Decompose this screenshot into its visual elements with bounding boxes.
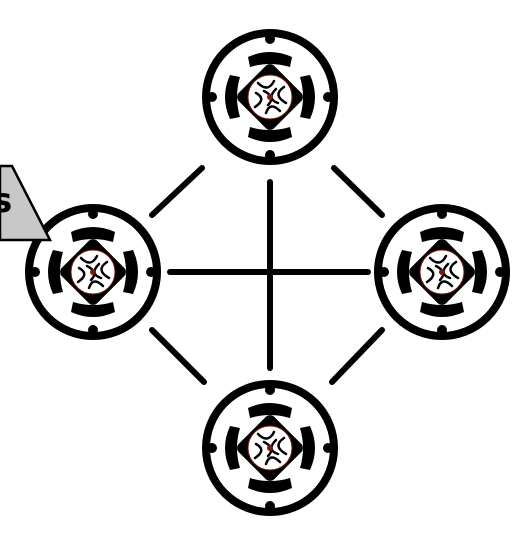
callout-text: s <box>0 181 12 221</box>
node-top <box>206 33 334 161</box>
node-right <box>378 208 506 336</box>
connection-lines <box>152 168 382 382</box>
node-left <box>29 208 157 336</box>
connection-top-right <box>334 168 382 215</box>
callout: s <box>0 166 50 240</box>
connection-top-left <box>152 168 202 215</box>
connection-bottom-right <box>332 330 382 382</box>
node-bottom <box>206 384 334 512</box>
connection-bottom-left <box>152 330 204 382</box>
